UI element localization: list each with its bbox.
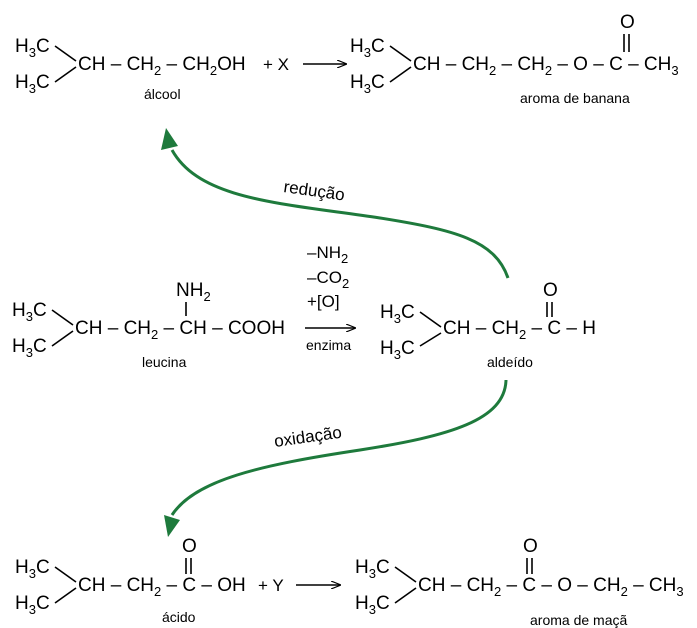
svg-text:H3C: H3C	[12, 336, 47, 360]
svg-text:H3C: H3C	[15, 72, 50, 96]
svg-text:O: O	[182, 536, 197, 557]
svg-text:–CO2: –CO2	[307, 268, 349, 291]
oxidation-label: oxidação	[273, 423, 343, 451]
oxidation-arrow	[170, 379, 508, 516]
svg-text:CH – CH2 – CH2OH: CH – CH2 – CH2OH	[78, 54, 246, 78]
svg-text:H3C: H3C	[380, 338, 415, 362]
svg-text:H3C: H3C	[355, 593, 390, 617]
svg-text:H3C: H3C	[355, 557, 390, 581]
banana-ester: H3C H3C CH – CH2 – CH2 – O – C – CH3 O a…	[350, 12, 679, 106]
svg-text:–NH2: –NH2	[307, 243, 348, 266]
svg-text:+[O]: +[O]	[307, 292, 340, 311]
reduction-arrowhead	[161, 128, 178, 150]
svg-text:H3C: H3C	[12, 300, 47, 324]
svg-text:H3C: H3C	[15, 36, 50, 60]
aldehyde-label: aldeído	[487, 354, 533, 370]
leucine-label: leucina	[142, 354, 187, 370]
reaction-conditions: –NH2 –CO2 +[O] enzima	[305, 243, 355, 353]
svg-text:H3C: H3C	[15, 557, 50, 581]
svg-text:CH – CH2 – C – O – CH2 – CH3: CH – CH2 – C – O – CH2 – CH3	[418, 575, 684, 599]
leucine: H3C H3C CH – CH2 – CH – COOH NH2 leucina	[12, 280, 285, 370]
svg-text:O: O	[523, 536, 538, 557]
svg-text:CH – CH2 – C – OH: CH – CH2 – C – OH	[78, 575, 246, 599]
svg-text:O: O	[620, 12, 635, 33]
svg-text:H3C: H3C	[15, 593, 50, 617]
enzyme-label: enzima	[306, 337, 351, 353]
acid-label: ácido	[162, 609, 196, 625]
svg-text:H3C: H3C	[350, 36, 385, 60]
reduction-label: redução	[282, 177, 345, 204]
svg-text:CH – CH2 – CH2 – O – C – CH3: CH – CH2 – CH2 – O – C – CH3	[413, 54, 679, 78]
svg-text:CH – CH2 – C – H: CH – CH2 – C – H	[443, 318, 596, 342]
oxidation-arrowhead	[164, 515, 180, 537]
aldehyde: H3C H3C CH – CH2 – C – H O aldeído	[380, 280, 596, 370]
svg-text:H3C: H3C	[350, 72, 385, 96]
svg-text:O: O	[543, 280, 558, 301]
svg-text:H3C: H3C	[380, 302, 415, 326]
svg-text:CH – CH2 – CH – COOH: CH – CH2 – CH – COOH	[75, 318, 285, 342]
svg-text:NH2: NH2	[176, 280, 211, 304]
banana-label: aroma de banana	[520, 90, 630, 106]
reagent-x: + X	[263, 55, 289, 74]
apple-label: aroma de maçã	[530, 612, 627, 628]
isoamyl-alcohol: H3C H3C CH – CH2 – CH2OH álcool	[15, 36, 246, 102]
isovaleric-acid: H3C H3C CH – CH2 – C – OH O ácido	[15, 536, 246, 625]
apple-ester: H3C H3C CH – CH2 – C – O – CH2 – CH3 O a…	[355, 536, 684, 628]
reduction-arrow	[170, 149, 510, 279]
reagent-y: + Y	[258, 576, 284, 595]
alcohol-label: álcool	[144, 86, 181, 102]
